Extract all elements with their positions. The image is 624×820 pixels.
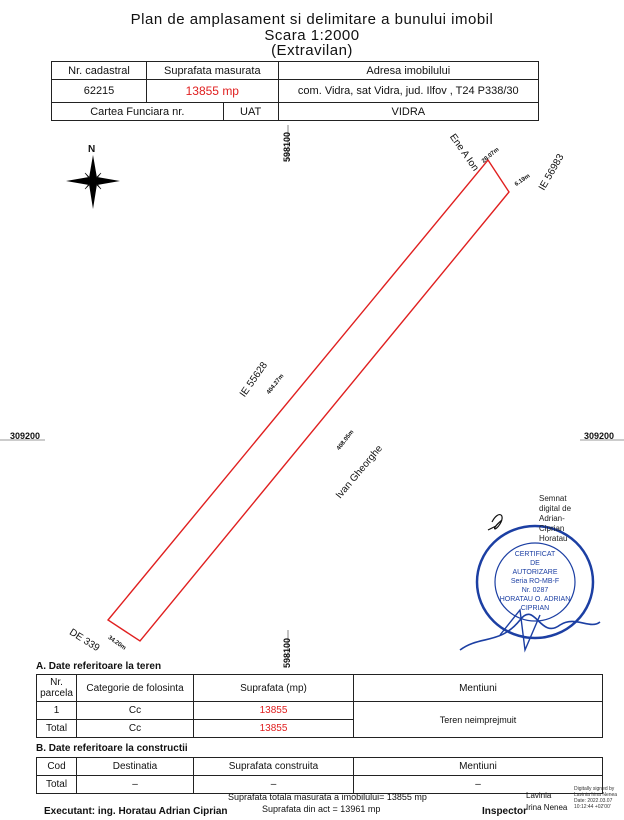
signature-scribble-icon	[459, 613, 601, 651]
property-info-table: Nr. cadastral Suprafata masurata Adresa …	[51, 61, 540, 121]
total-mentiuni-b: –	[353, 775, 603, 794]
value-adresa: com. Vidra, sat Vidra, jud. Ilfov , T24 …	[277, 79, 540, 103]
total-label-b: Total	[36, 775, 77, 794]
stamp-outer-circle	[475, 524, 595, 640]
inspector-label: Inspector	[482, 806, 528, 817]
header-mentiuni-b: Mentiuni	[353, 757, 603, 776]
north-label: N	[88, 144, 96, 155]
digital-signature-text: Semnat digital de Adrian- Ciprian Horata…	[539, 494, 571, 544]
coord-top: 598100	[282, 131, 292, 162]
stamp-inner-circle	[494, 542, 576, 622]
sig-line: Ciprian	[539, 524, 565, 533]
coord-bottom: 598100	[282, 637, 292, 668]
total-categorie: Cc	[76, 719, 194, 738]
header-categorie: Categorie de folosinta	[76, 674, 194, 702]
stamp-line: DE	[530, 560, 540, 567]
header-cadastral: Nr. cadastral	[51, 61, 147, 80]
header-suprafata-mp: Suprafata (mp)	[193, 674, 354, 702]
stamp-line: CERTIFICAT	[514, 551, 556, 558]
document-title: Plan de amplasament si delimitare a bunu…	[130, 11, 494, 28]
land-table: Nr. parcela Categorie de folosinta Supra…	[36, 674, 603, 738]
total-suprafata-construita: –	[193, 775, 354, 794]
value-suprafata: 13855 mp	[146, 79, 279, 103]
signature-stamp-graphic	[459, 514, 601, 653]
header-nr-parcela: Nr. parcela	[36, 674, 77, 702]
inspector-digital-note: Digitally signed by Lavinia Irina Nenea …	[574, 786, 618, 810]
stamp-line: CIPRIAN	[520, 605, 550, 612]
header-carte-funciara: Cartea Funciara nr.	[51, 102, 224, 121]
parcel-plan	[0, 125, 624, 660]
act-surface-line: Suprafata din act = 13961 mp	[262, 804, 381, 814]
sig-line: digital de	[539, 504, 572, 513]
header-suprafata-construita: Suprafata construita	[193, 757, 354, 776]
total-surface-line: Suprafata totala masurata a imobilului= …	[228, 792, 427, 802]
executant-line: Executant: ing. Horatau Adrian Ciprian	[44, 806, 228, 817]
row1-categorie: Cc	[76, 701, 194, 720]
header-adresa: Adresa imobilului	[277, 61, 540, 80]
total-destinatia: –	[76, 775, 194, 794]
stamp-line: HORATAU O. ADRIAN	[499, 596, 571, 603]
section-b-title: B. Date referitoare la constructii	[36, 743, 188, 754]
header-destinatia: Destinatia	[76, 757, 194, 776]
stamp-line: Seria RO-MB-F	[510, 578, 560, 585]
stamp-line: Nr. 0287	[521, 587, 549, 594]
header-uat: UAT	[222, 102, 279, 121]
signature-mark-icon	[487, 514, 503, 531]
header-suprafata: Suprafata masurata	[146, 61, 279, 80]
construction-table: Cod Destinatia Suprafata construita Ment…	[36, 757, 603, 794]
stamp-line: AUTORIZARE	[512, 569, 558, 576]
section-a-title: A. Date referitoare la teren	[36, 661, 162, 672]
document-subtitle: (Extravilan)	[271, 42, 353, 59]
header-mentiuni: Mentiuni	[353, 674, 603, 702]
sig-line: Adrian-	[539, 514, 565, 523]
value-cadastral: 62215	[51, 79, 147, 103]
row1-suprafata: 13855	[193, 701, 354, 720]
parcel-boundary	[106, 158, 510, 642]
document-scale: Scara 1:2000	[264, 27, 360, 44]
inspector-name-1: Lavinia	[526, 791, 552, 800]
coord-left: 309200	[10, 431, 41, 441]
value-uat: VIDRA	[277, 102, 540, 121]
total-suprafata: 13855	[193, 719, 354, 738]
coord-right: 309200	[584, 431, 615, 441]
row1-nr: 1	[36, 701, 77, 720]
inspector-name-2: Irina Nenea	[526, 803, 568, 812]
north-arrow-icon	[66, 155, 120, 209]
row1-mentiuni: Teren neimprejmuit	[353, 701, 603, 738]
stamp-text: CERTIFICAT DE AUTORIZARE Seria RO-MB-F N…	[495, 550, 575, 613]
sig-line: Semnat	[539, 494, 567, 503]
header-cod: Cod	[36, 757, 77, 776]
sig-line: Horatau	[539, 534, 568, 543]
total-label: Total	[36, 719, 77, 738]
